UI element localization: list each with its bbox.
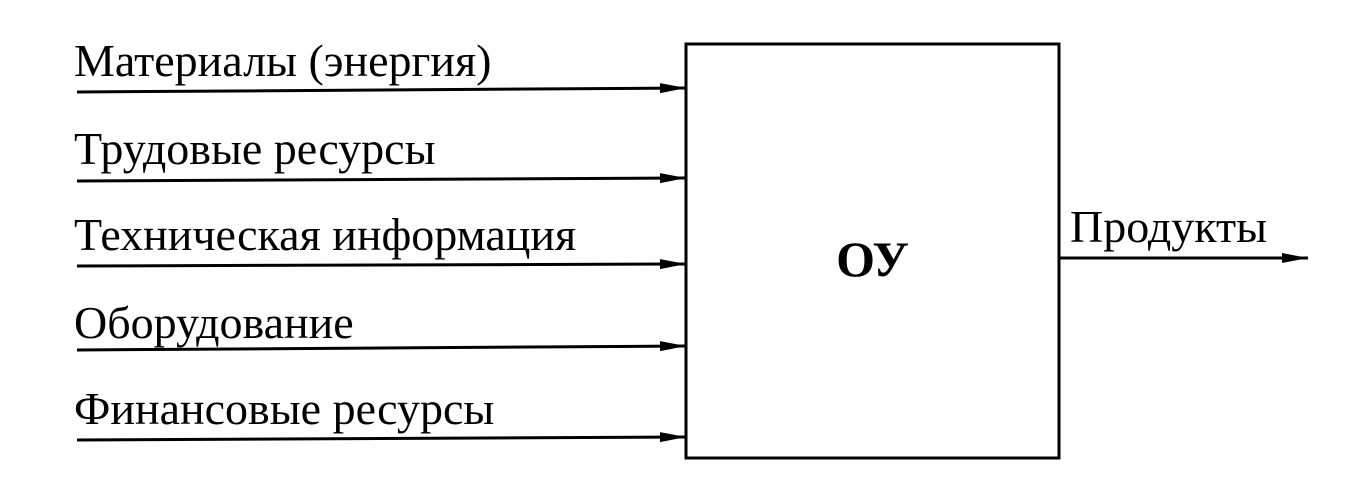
input-arrow-materials: [76, 83, 687, 94]
input-arrow-technical-info: [76, 259, 687, 270]
control-object-box: [684, 42, 1061, 460]
input-label-labor: Трудовые ресурсы: [74, 123, 436, 174]
input-label-materials: Материалы (энергия): [74, 35, 492, 86]
control-object-label-wrap: ОУ: [686, 44, 1059, 458]
input-arrow-labor: [76, 173, 687, 184]
control-object-label: ОУ: [836, 231, 909, 287]
input-arrow-equipment: [76, 341, 687, 352]
output-label-products: Продукты: [1070, 201, 1268, 252]
input-label-equipment: Оборудование: [74, 297, 354, 348]
input-arrow-finance: [76, 432, 687, 443]
input-label-finance: Финансовые ресурсы: [74, 383, 495, 434]
input-label-technical-info: Техническая информация: [74, 209, 577, 260]
